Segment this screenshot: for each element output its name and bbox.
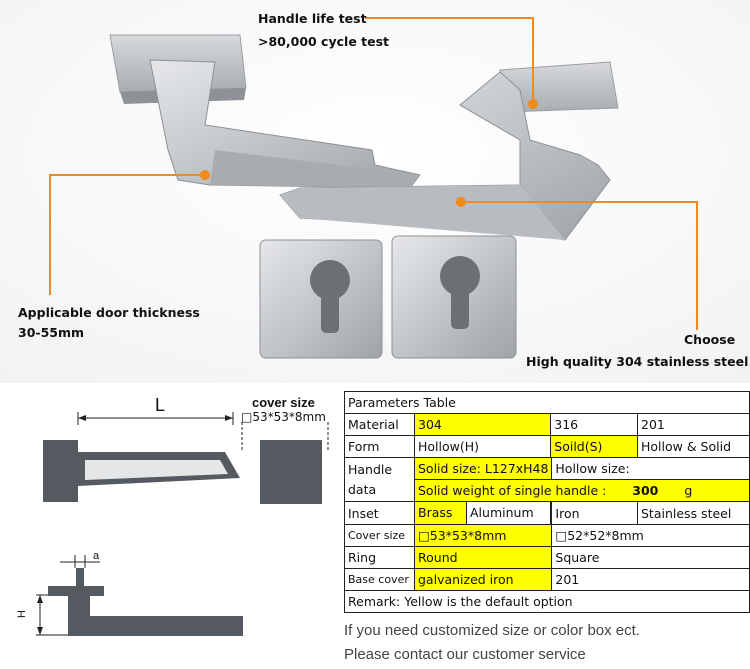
solid-weight-unit: g bbox=[684, 483, 693, 498]
cell-option: Round bbox=[413, 546, 553, 569]
row-label: Inset bbox=[344, 501, 415, 525]
row-label: Form bbox=[344, 435, 415, 458]
cell-option: 201 bbox=[551, 568, 750, 591]
callout-lines bbox=[49, 17, 698, 330]
cell-option: Square bbox=[551, 546, 750, 569]
row-label: Material bbox=[344, 413, 415, 436]
cover-size-value: □53*53*8mm bbox=[241, 410, 326, 424]
remark: Remark: Yellow is the default option bbox=[344, 590, 750, 613]
choose-title: Choose bbox=[684, 332, 736, 347]
a-label: a bbox=[93, 550, 100, 562]
row-label: Ring bbox=[344, 546, 415, 569]
cell-option: □52*52*8mm bbox=[551, 524, 750, 547]
escutcheon-right bbox=[391, 235, 517, 359]
row-label-line: data bbox=[348, 481, 377, 497]
length-label: L bbox=[155, 395, 166, 415]
handle-life-value: >80,000 cycle test bbox=[258, 34, 390, 49]
cell-option: Iron bbox=[551, 501, 638, 525]
note-contact: Please contact our customer service bbox=[344, 646, 586, 663]
cell-option: Hollow & Solid bbox=[637, 435, 750, 458]
inset-aluminum: Aluminum bbox=[470, 505, 534, 520]
door-thickness-title: Applicable door thickness bbox=[18, 305, 200, 320]
handle-profile-side bbox=[36, 555, 243, 636]
solid-size-label: Solid size: bbox=[418, 461, 481, 476]
product-photo bbox=[0, 0, 750, 383]
cell-hollow-size: Hollow size: bbox=[551, 457, 750, 480]
table-row-remark: Remark: Yellow is the default option bbox=[344, 590, 750, 613]
right-handle bbox=[279, 71, 611, 241]
row-label: Base cover bbox=[344, 568, 415, 591]
table-title: Parameters Table bbox=[344, 391, 750, 414]
dimension-diagram bbox=[36, 412, 329, 636]
table-row-cover-size: Cover size □53*53*8mm □52*52*8mm bbox=[344, 524, 750, 547]
table-row-form: Form Hollow(H) Soild(S) Hollow & Solid bbox=[344, 435, 750, 458]
cell-solid-size: Solid size: L127xH48 bbox=[413, 457, 553, 480]
table-row-ring: Ring Round Square bbox=[344, 546, 750, 569]
cover-square bbox=[241, 422, 329, 504]
cell-option: Soild(S) bbox=[550, 435, 638, 458]
parameters-table: Parameters Table Material 304 316 201 Fo… bbox=[344, 391, 750, 613]
handle-life-title: Handle life test bbox=[258, 11, 367, 26]
height-label: H bbox=[15, 610, 28, 618]
row-label: Cover size bbox=[344, 524, 415, 547]
callout-dot-material bbox=[456, 197, 466, 207]
table-row-base-cover: Base cover galvanized iron 201 bbox=[344, 568, 750, 591]
cell-option: 304 bbox=[413, 413, 552, 436]
cell-option: Stainless steel bbox=[637, 501, 750, 525]
row-label: Handle data bbox=[344, 457, 415, 502]
escutcheon-left bbox=[259, 239, 383, 359]
solid-size-value: L127xH48 bbox=[484, 461, 549, 476]
door-thickness-value: 30-55mm bbox=[18, 325, 85, 340]
cell-option: galvanized iron bbox=[413, 568, 553, 591]
table-row: Parameters Table bbox=[344, 391, 750, 414]
cell-option: 316 bbox=[550, 413, 638, 436]
note-customized: If you need customized size or color box… bbox=[344, 622, 640, 639]
cover-size-title: cover size bbox=[252, 395, 315, 410]
callout-dot-life bbox=[528, 99, 538, 109]
table-row-handle-data: Handle data Solid size: L127xH48 Hollow … bbox=[344, 457, 750, 502]
left-handle bbox=[149, 59, 421, 189]
solid-weight-label: Solid weight of single handle : bbox=[418, 483, 607, 498]
callout-dot-thickness bbox=[200, 170, 210, 180]
cell-option: Hollow(H) bbox=[413, 435, 552, 458]
solid-weight-value: 300 bbox=[632, 483, 659, 498]
choose-value: High quality 304 stainless steel bbox=[526, 354, 749, 369]
cell-option: 201 bbox=[637, 413, 750, 436]
inset-brass: Brass bbox=[415, 502, 467, 524]
cell-solid-weight: Solid weight of single handle : 300 g bbox=[414, 479, 750, 502]
row-label-line: Handle bbox=[348, 461, 393, 477]
handle-profile-top bbox=[43, 412, 240, 502]
cell-option: □53*53*8mm bbox=[413, 524, 553, 547]
table-row-material: Material 304 316 201 bbox=[344, 413, 750, 436]
